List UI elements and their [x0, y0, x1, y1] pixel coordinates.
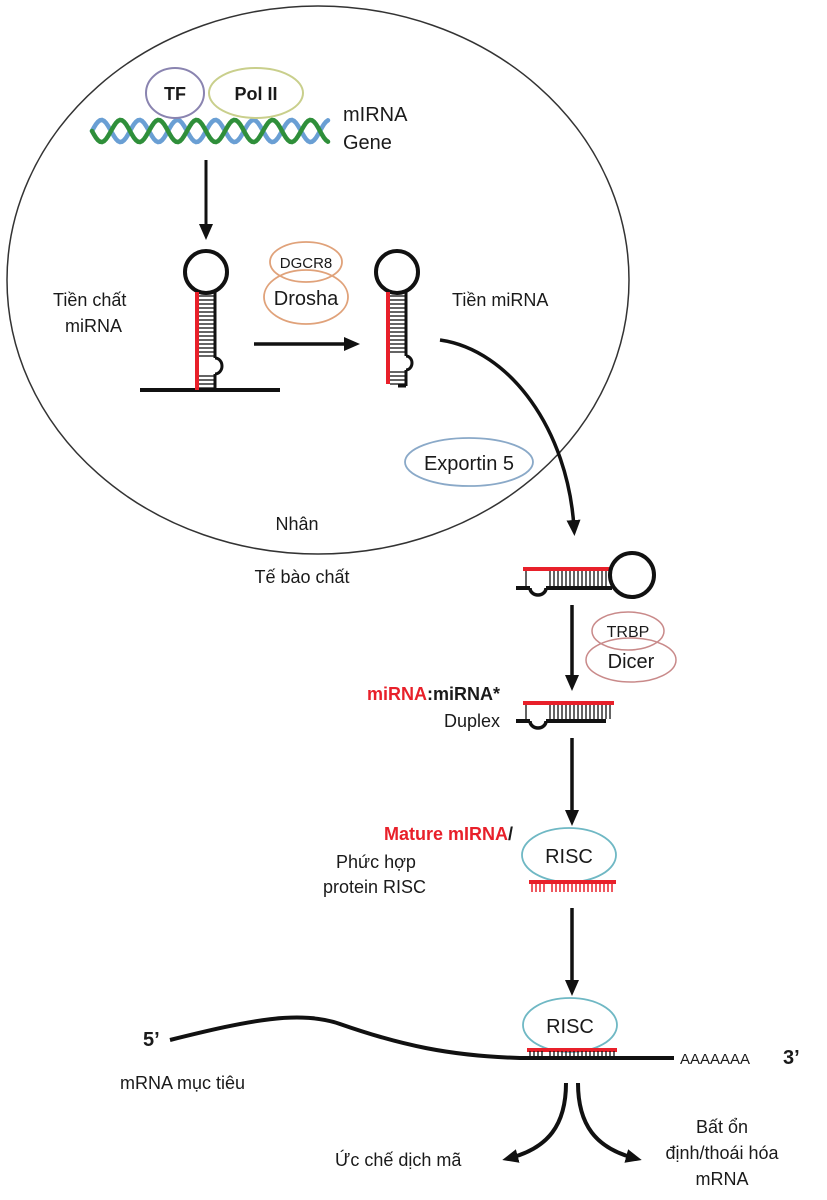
target-mrna-label: mRNA mục tiêu	[120, 1073, 245, 1093]
dgcr8-protein	[269, 241, 343, 283]
mirna-duplex	[516, 701, 614, 730]
dna-strand-blue	[89, 117, 331, 145]
dna-strand-green	[89, 117, 331, 145]
drosha-protein	[263, 269, 349, 325]
five-prime-label: 5’	[143, 1029, 160, 1051]
duplex-label-black: :miRNA*	[427, 684, 500, 704]
bound-mirna	[527, 1048, 617, 1057]
mature-label-slash: /	[508, 824, 513, 844]
tf-protein	[145, 67, 205, 119]
hairpin-loop	[183, 249, 229, 295]
hairpin-loop	[374, 249, 420, 295]
pol2-label: Pol II	[234, 84, 277, 104]
mrna-degradation-arrow	[576, 1082, 642, 1163]
duplex-label-red: miRNA	[367, 684, 427, 704]
gene-label-line2: Gene	[343, 132, 392, 154]
exportin5-label: Exportin 5	[424, 453, 514, 475]
pri-mirna-label-line2: miRNA	[65, 316, 122, 336]
mature-label-red: Mature mIRNA	[384, 824, 508, 844]
poly-a-tail: AAAAAAA	[680, 1051, 750, 1068]
mature-mirna	[529, 880, 616, 892]
pol2-protein	[208, 67, 304, 119]
pre-mirna-label: Tiền miRNA	[452, 290, 548, 310]
dna-helix	[89, 117, 331, 145]
target-mrna	[169, 1015, 674, 1060]
cytoplasm-label: Tế bào chất	[254, 567, 349, 587]
export-arrow	[439, 338, 581, 536]
tf-label: TF	[164, 84, 186, 104]
duplex-label-line2: Duplex	[444, 711, 500, 731]
drosha-label: Drosha	[274, 288, 339, 310]
duplex-label-line1: miRNA:miRNA*	[367, 684, 500, 704]
pri-mirna-hairpin	[140, 249, 280, 392]
risc-label: RISC	[545, 846, 593, 868]
trbp-protein	[591, 611, 665, 651]
mature-label-line3: protein RISC	[323, 877, 426, 897]
dicer-protein	[585, 637, 677, 683]
exportin5-protein	[404, 437, 534, 487]
outcome-left-label: Ức chế dịch mã	[335, 1149, 462, 1170]
translation-repression-arrow	[502, 1082, 568, 1163]
dgcr8-label: DGCR8	[280, 255, 333, 272]
three-prime-label: 3’	[783, 1047, 800, 1069]
mature-label-line1: Mature mIRNA/	[384, 824, 513, 844]
nucleus-label: Nhân	[275, 514, 318, 534]
pri-mirna-label-line1: Tiền chất	[53, 290, 126, 310]
outcome-right-line3: mRNA	[696, 1169, 749, 1189]
hairpin-loop	[608, 551, 656, 599]
risc-bound-label: RISC	[546, 1016, 594, 1038]
dicer-label: Dicer	[608, 651, 655, 673]
cytoplasmic-pre-mirna	[516, 551, 656, 599]
outcome-right-line2: định/thoái hóa	[665, 1143, 779, 1163]
trbp-label: TRBP	[607, 624, 650, 641]
outcome-right-line1: Bất ổn	[696, 1117, 748, 1137]
nucleus-membrane	[6, 5, 630, 555]
gene-label-line1: mIRNA	[343, 104, 408, 126]
mature-label-line2: Phức hợp	[336, 852, 416, 872]
pre-mirna-hairpin	[374, 249, 420, 388]
